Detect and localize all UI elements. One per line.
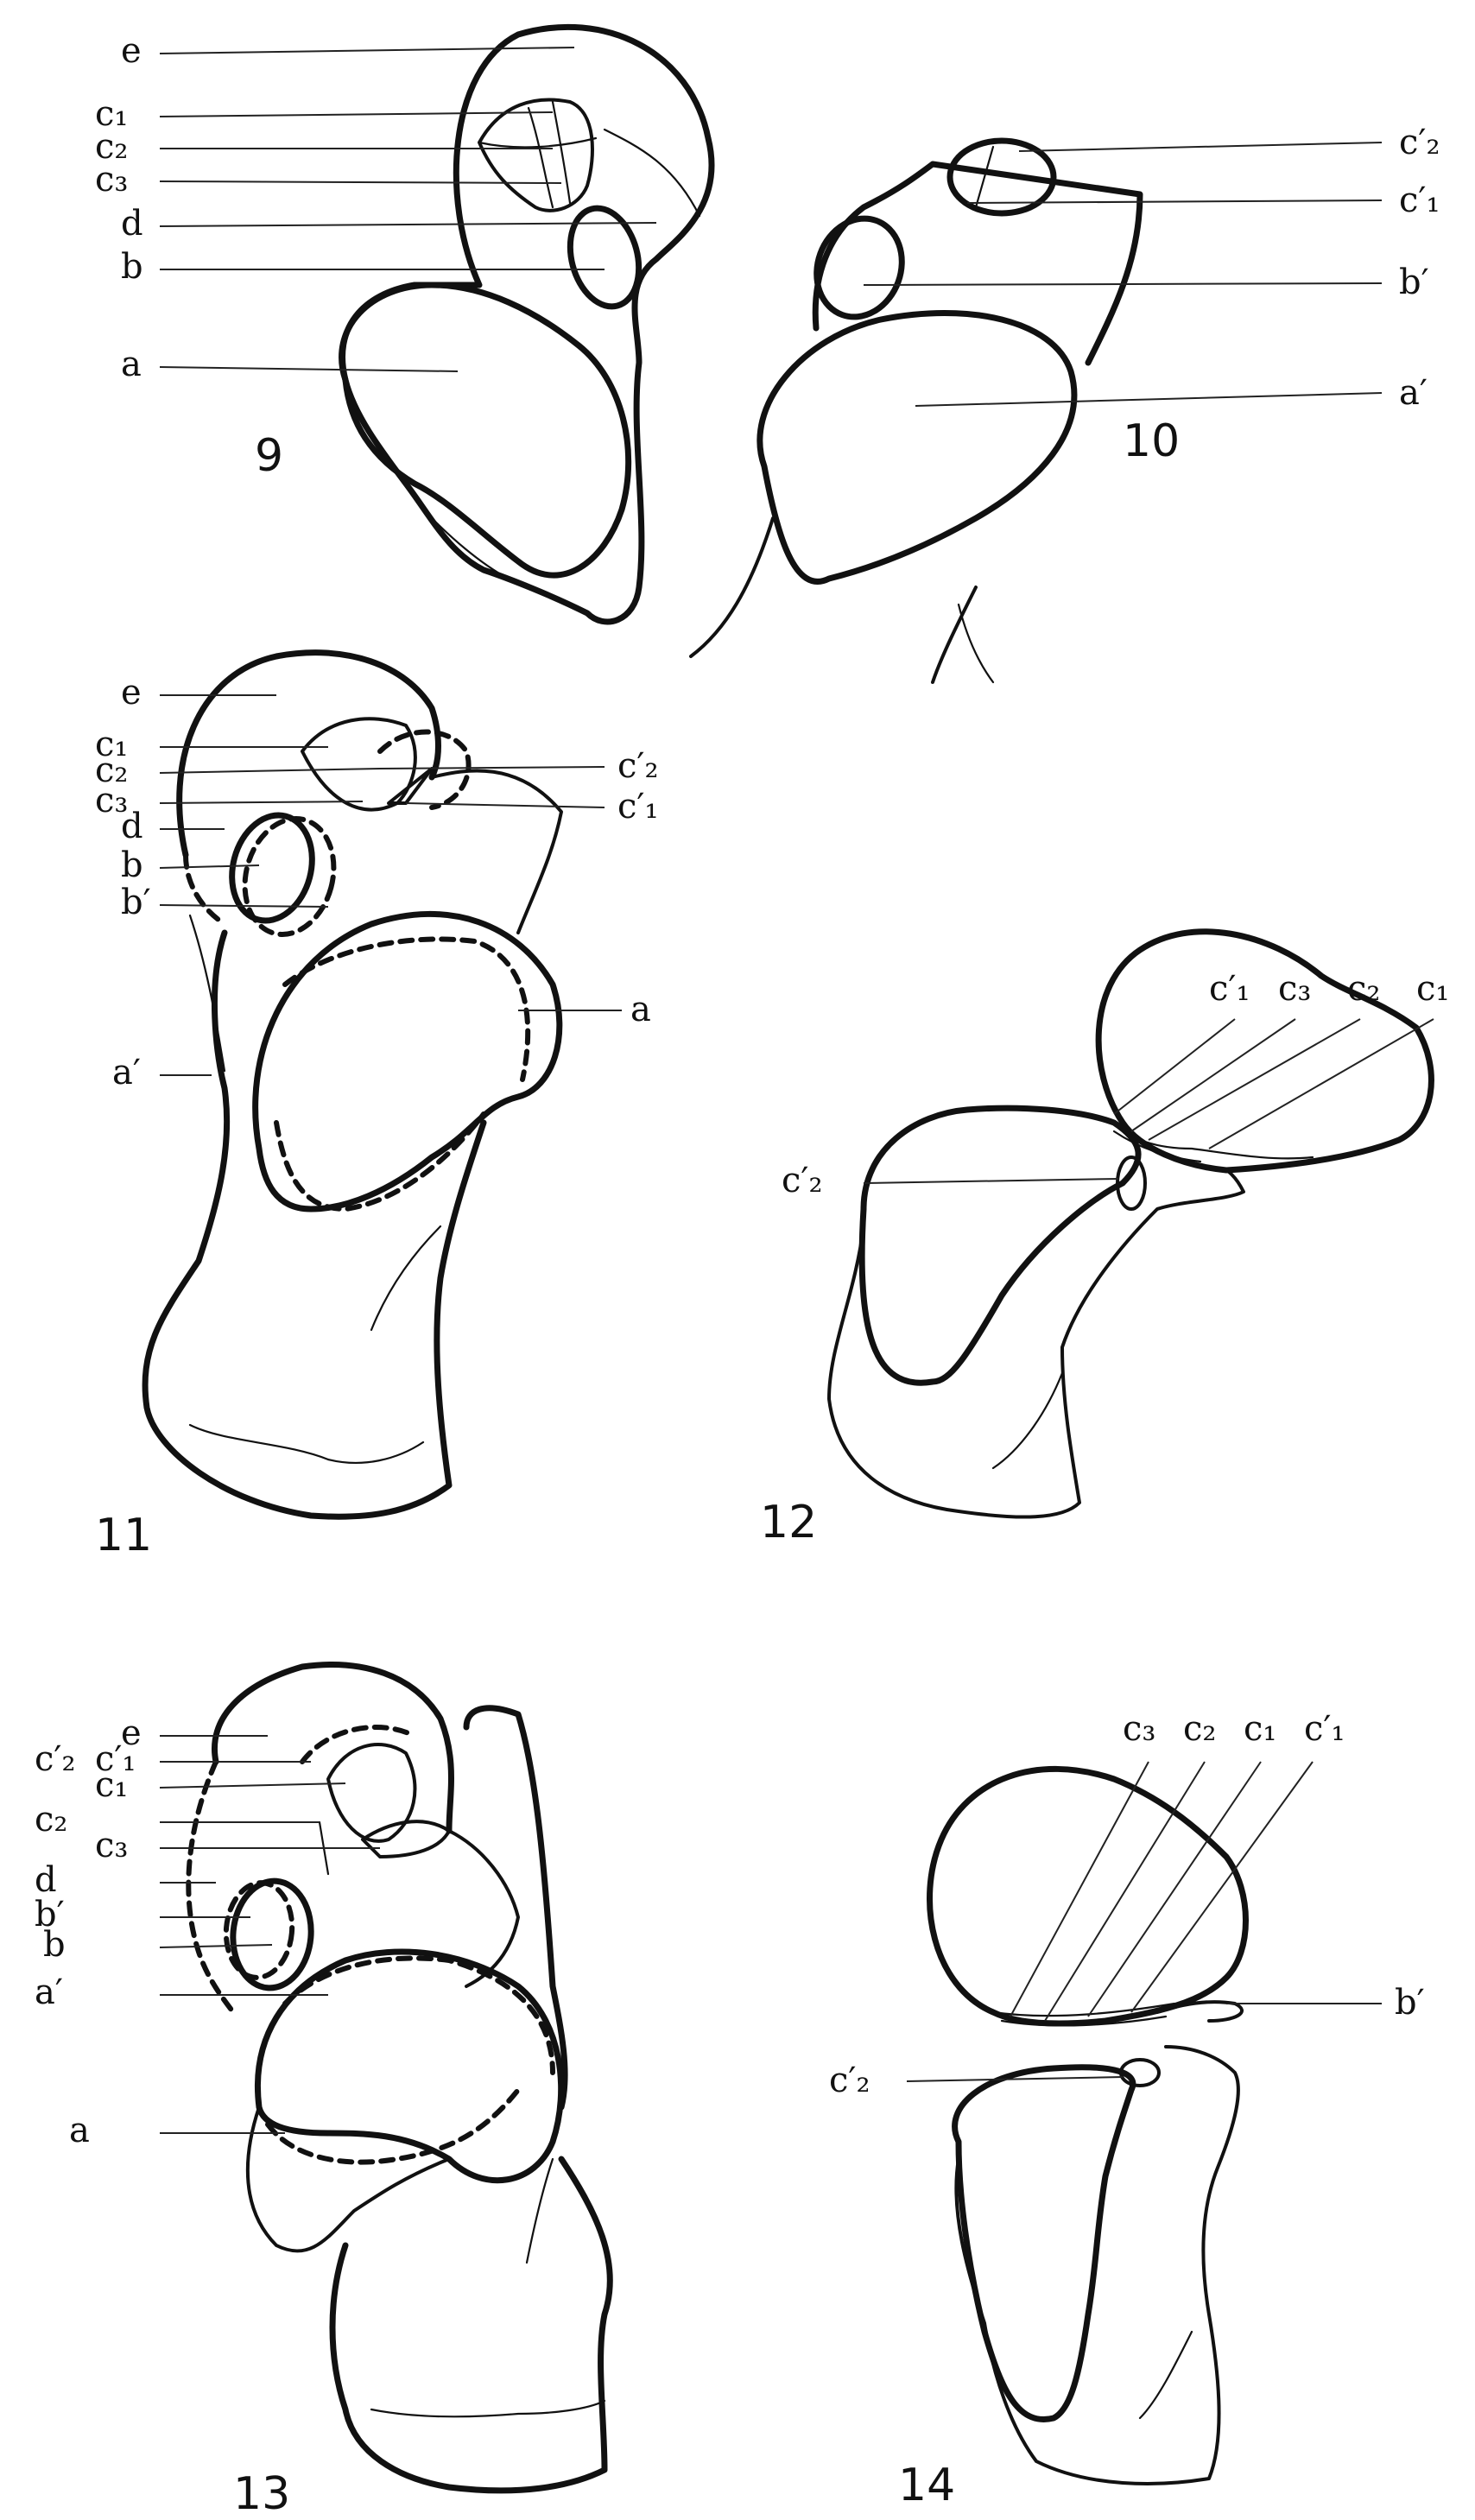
figure-12: c′₁ c₃ c₂ c₁ c′₂ 12 xyxy=(760,928,1449,1548)
label-c2-prime: c′₂ xyxy=(617,746,659,786)
label-c1: c₁ xyxy=(1416,969,1449,1009)
figure-number-9: 9 xyxy=(255,430,283,482)
label-a-prime: a′ xyxy=(112,1053,141,1092)
label-b: b xyxy=(43,1925,66,1965)
label-b-prime: b′ xyxy=(1395,1983,1425,2023)
label-b-prime: b′ xyxy=(1399,263,1429,302)
label-b-prime: b′ xyxy=(35,1895,65,1934)
label-b: b xyxy=(121,845,143,885)
figure-14: c₃ c₂ c₁ c′₁ b′ c′₂ 14 xyxy=(829,1709,1425,2511)
label-c3: c₃ xyxy=(1123,1709,1155,1749)
label-a-prime: a′ xyxy=(1399,373,1428,413)
figure-10: c′₂ c′₁ b′ a′ 10 xyxy=(689,123,1440,684)
figure-number-10: 10 xyxy=(1123,415,1180,467)
label-e: e xyxy=(121,1713,142,1753)
figure-number-13: 13 xyxy=(233,2468,290,2520)
label-d: d xyxy=(35,1860,57,1900)
label-c2: c₂ xyxy=(1183,1709,1216,1749)
label-c1-prime: c′₁ xyxy=(95,1739,136,1779)
label-c1-prime: c′₁ xyxy=(1304,1709,1345,1749)
figure-11: e c₁ c₂ c₃ d b b′ a′ c′₂ c′₁ a 11 xyxy=(95,649,659,1561)
label-a: a xyxy=(69,2111,90,2150)
label-e: e xyxy=(121,31,142,71)
label-c1-prime: c′₁ xyxy=(617,787,659,826)
label-c2: c₂ xyxy=(95,127,128,167)
label-c1: c₁ xyxy=(95,94,128,134)
label-c3: c₃ xyxy=(95,781,128,820)
figure-number-11: 11 xyxy=(95,1510,152,1561)
label-b: b xyxy=(121,247,143,287)
label-c3: c₃ xyxy=(95,160,128,199)
label-e: e xyxy=(121,673,142,712)
label-c2-prime: c′₂ xyxy=(829,2061,870,2100)
label-c2-prime: c′₂ xyxy=(1399,123,1440,162)
figure-number-14: 14 xyxy=(898,2460,955,2511)
figure-9: e c₁ c₂ c₃ d b a 9 xyxy=(95,24,715,625)
label-c3: c₃ xyxy=(1278,969,1311,1009)
figure-13: e c′₂ c′₁ c₁ c₂ c₃ d b′ b a′ a 13 xyxy=(35,1662,613,2520)
label-c2: c₂ xyxy=(95,750,128,790)
label-d: d xyxy=(121,807,143,846)
label-c3: c₃ xyxy=(95,1826,128,1865)
label-c1-prime: c′₁ xyxy=(1399,180,1440,220)
label-c1-prime: c′₁ xyxy=(1209,969,1250,1009)
label-d: d xyxy=(121,204,143,244)
label-b-prime: b′ xyxy=(121,883,151,922)
label-c2: c₂ xyxy=(35,1800,67,1839)
label-c2: c₂ xyxy=(1347,969,1380,1009)
figure-number-12: 12 xyxy=(760,1497,817,1548)
label-a: a xyxy=(630,990,651,1029)
label-c1: c₁ xyxy=(1244,1709,1276,1749)
label-a-prime: a′ xyxy=(35,1972,63,2012)
label-c2-prime: c′₂ xyxy=(35,1739,76,1779)
label-a: a xyxy=(121,345,142,384)
label-c1: c₁ xyxy=(95,1765,128,1805)
label-c1: c₁ xyxy=(95,725,128,764)
label-c2-prime: c′₂ xyxy=(782,1161,823,1200)
